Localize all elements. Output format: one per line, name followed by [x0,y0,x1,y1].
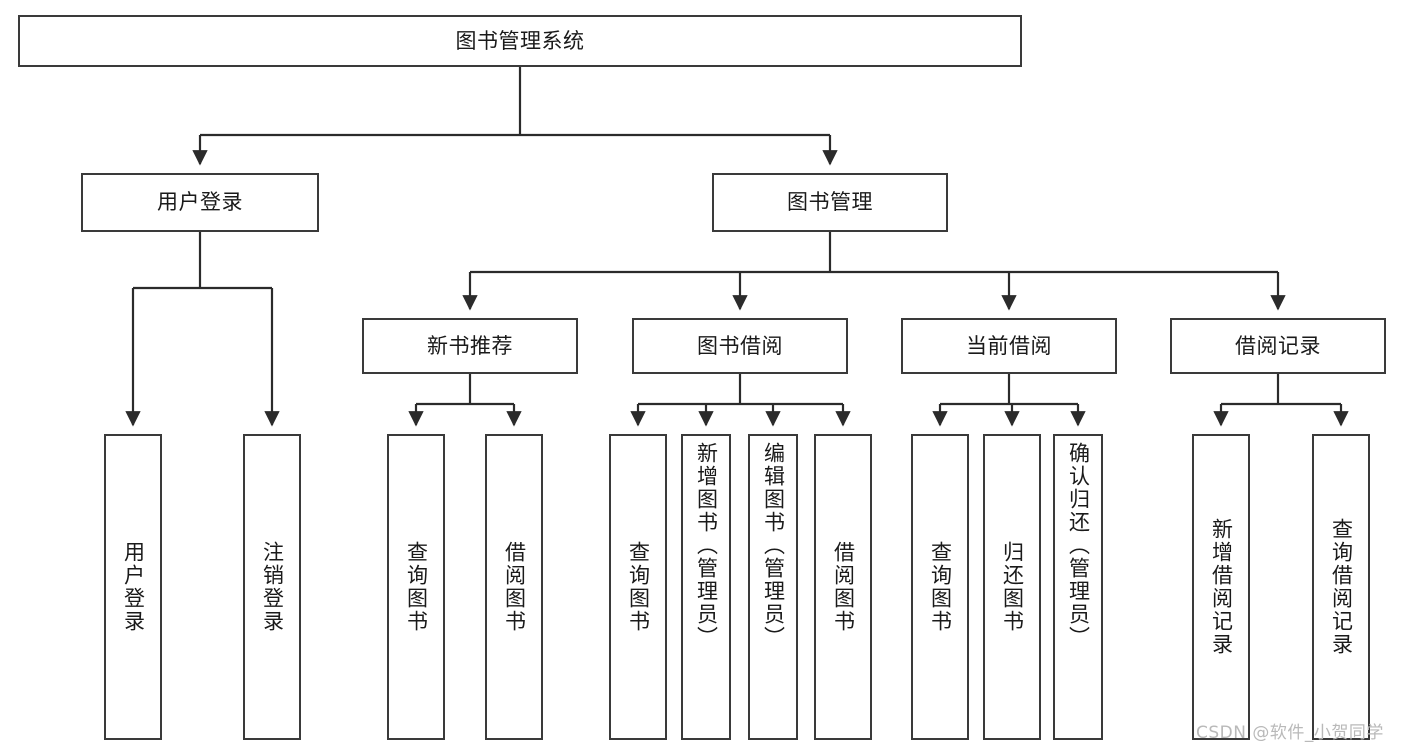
node-leaf-borrow-book-br[interactable]: 借阅图书 [814,434,872,740]
node-leaf-query-book-cb[interactable]: 查询图书 [911,434,969,740]
node-leaf-query-book-br[interactable]: 查询图书 [609,434,667,740]
node-leaf-query-book-rec-label: 查询图书 [404,541,429,633]
node-leaf-confirm-return-label: 确认归还（管理员） [1066,442,1091,649]
node-root[interactable]: 图书管理系统 [18,15,1022,67]
node-leaf-return-book[interactable]: 归还图书 [983,434,1041,740]
node-leaf-query-book-br-label: 查询图书 [626,541,651,633]
node-leaf-user-login-label: 用户登录 [121,541,146,633]
node-leaf-query-book-cb-label: 查询图书 [928,541,953,633]
node-new-book-rec-label: 新书推荐 [427,333,513,358]
node-leaf-edit-book[interactable]: 编辑图书（管理员） [748,434,798,740]
node-leaf-logout[interactable]: 注销登录 [243,434,301,740]
node-leaf-logout-label: 注销登录 [260,541,285,633]
node-book-manage[interactable]: 图书管理 [712,173,948,232]
node-leaf-confirm-return[interactable]: 确认归还（管理员） [1053,434,1103,740]
node-leaf-query-book-rec[interactable]: 查询图书 [387,434,445,740]
node-leaf-return-book-label: 归还图书 [1000,541,1025,633]
node-leaf-borrow-book-rec[interactable]: 借阅图书 [485,434,543,740]
node-root-label: 图书管理系统 [455,28,585,53]
node-leaf-edit-book-label: 编辑图书（管理员） [761,442,786,649]
node-new-book-rec[interactable]: 新书推荐 [362,318,578,374]
node-leaf-borrow-book-rec-label: 借阅图书 [502,541,527,633]
csdn-watermark: CSDN @软件_小贺同学 [1196,723,1384,743]
node-leaf-add-book-label: 新增图书（管理员） [694,442,719,649]
node-leaf-borrow-book-br-label: 借阅图书 [831,541,856,633]
node-book-manage-label: 图书管理 [787,190,873,215]
node-book-borrow-label: 图书借阅 [697,333,783,358]
node-user-login-label: 用户登录 [157,190,243,215]
node-borrow-record[interactable]: 借阅记录 [1170,318,1386,374]
node-leaf-add-book[interactable]: 新增图书（管理员） [681,434,731,740]
node-leaf-query-record-label: 查询借阅记录 [1329,518,1354,656]
node-leaf-add-record[interactable]: 新增借阅记录 [1192,434,1250,740]
node-book-borrow[interactable]: 图书借阅 [632,318,848,374]
node-user-login[interactable]: 用户登录 [81,173,319,232]
node-leaf-user-login[interactable]: 用户登录 [104,434,162,740]
node-current-borrow[interactable]: 当前借阅 [901,318,1117,374]
node-current-borrow-label: 当前借阅 [966,333,1052,358]
node-leaf-add-record-label: 新增借阅记录 [1209,518,1234,656]
node-leaf-query-record[interactable]: 查询借阅记录 [1312,434,1370,740]
node-borrow-record-label: 借阅记录 [1235,333,1321,358]
